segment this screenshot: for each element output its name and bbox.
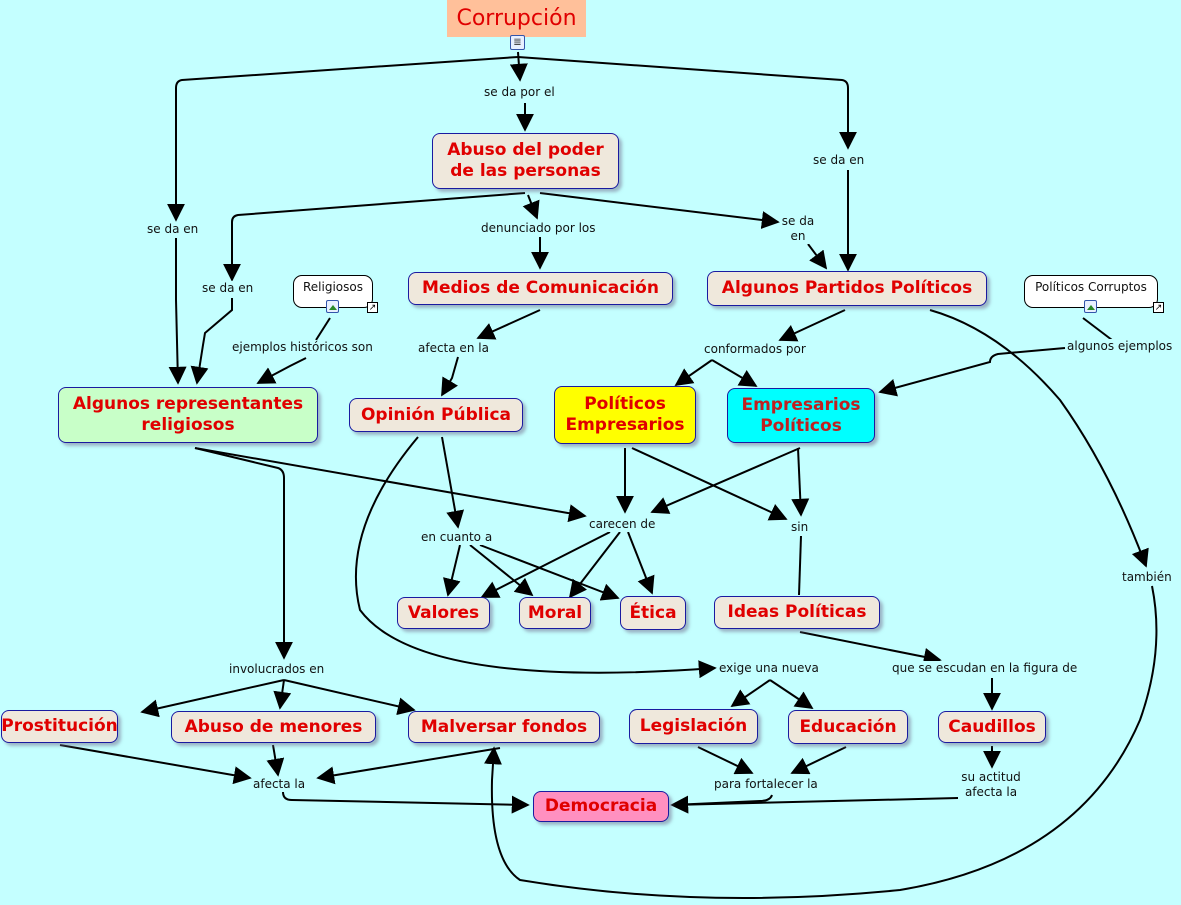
edge xyxy=(59,744,252,785)
concept-medios[interactable]: Medios de Comunicación xyxy=(408,272,673,305)
link-involucrados: involucrados en xyxy=(229,662,325,677)
edge xyxy=(315,317,331,341)
edge xyxy=(480,531,611,598)
edge xyxy=(223,192,526,282)
edge xyxy=(479,544,620,601)
edge xyxy=(631,447,788,521)
link-carecen: carecen de xyxy=(589,517,656,532)
edge xyxy=(443,544,461,597)
image-icon[interactable] xyxy=(326,300,339,313)
edge xyxy=(799,631,942,666)
link-conformados: conformados por xyxy=(704,342,806,357)
edge xyxy=(441,436,465,529)
edge xyxy=(484,585,1158,899)
edge xyxy=(469,544,534,597)
edge xyxy=(670,795,959,814)
edge xyxy=(283,679,416,716)
edge xyxy=(730,679,771,708)
concept-etica[interactable]: Ética xyxy=(620,596,686,630)
link-algunos-ejemplos: algunos ejemplos xyxy=(1067,339,1173,354)
link-afecta-en-la: afecta en la xyxy=(418,341,489,356)
concept-opinion[interactable]: Opinión Pública xyxy=(349,398,523,432)
concept-abuso-poder[interactable]: Abuso del poder de las personas xyxy=(432,133,619,189)
edge xyxy=(168,238,187,385)
concept-partidos[interactable]: Algunos Partidos Políticos xyxy=(707,271,987,306)
edge xyxy=(273,679,292,710)
concept-caudillos[interactable]: Caudillos xyxy=(938,711,1046,743)
image-icon[interactable] xyxy=(1084,300,1097,313)
document-icon[interactable]: ≣ xyxy=(510,35,525,50)
edge xyxy=(539,192,780,229)
edge xyxy=(568,531,621,599)
link-se-da-en-mid: se da en xyxy=(202,281,254,296)
link-en-cuanto: en cuanto a xyxy=(421,530,493,545)
edge xyxy=(194,447,587,523)
edge xyxy=(807,243,828,270)
edge xyxy=(697,746,754,775)
concept-politicos-empresarios[interactable]: Políticos Empresarios xyxy=(554,386,696,444)
edge xyxy=(798,535,802,596)
edge xyxy=(627,531,655,595)
edge xyxy=(791,447,810,517)
edge xyxy=(476,309,541,340)
concept-ideas-politicas[interactable]: Ideas Políticas xyxy=(714,596,880,629)
resource-religiosos[interactable]: Religiosos xyxy=(293,275,373,308)
link-tambien: también xyxy=(1122,570,1172,585)
link-exige: exige una nueva xyxy=(719,661,819,676)
edge xyxy=(650,447,801,514)
edge xyxy=(517,56,857,150)
link-denunciado: denunciado por los xyxy=(481,221,596,236)
link-su-actitud: su actitud afecta la xyxy=(958,770,1024,800)
edge xyxy=(190,298,233,385)
edge xyxy=(674,359,713,387)
external-link-icon[interactable]: ↗ xyxy=(1153,302,1164,313)
link-se-da-por-el: se da por el xyxy=(484,85,555,100)
edge xyxy=(671,794,773,806)
edge xyxy=(316,747,501,785)
link-se-da-en-left: se da en xyxy=(147,222,199,237)
root-concept-corrupcion[interactable]: Corrupción xyxy=(447,0,586,37)
edge xyxy=(790,746,847,775)
resource-label: Políticos Corruptos xyxy=(1035,280,1147,294)
link-fortalecer: para fortalecer la xyxy=(714,777,818,792)
edge xyxy=(711,359,758,387)
edge xyxy=(140,679,285,718)
edge xyxy=(354,436,717,679)
external-link-icon[interactable]: ↗ xyxy=(367,302,378,313)
edge xyxy=(194,447,293,660)
link-sin: sin xyxy=(791,520,809,535)
concept-abuso-menores[interactable]: Abuso de menores xyxy=(171,711,376,743)
link-afecta-la: afecta la xyxy=(253,777,306,792)
edge xyxy=(256,357,307,384)
concept-valores[interactable]: Valores xyxy=(397,597,490,629)
concept-educacion[interactable]: Educación xyxy=(788,710,908,744)
concept-prostitucion[interactable]: Prostitución xyxy=(1,710,118,743)
edge xyxy=(282,791,530,814)
link-ejemplos-historicos: ejemplos históricos son xyxy=(232,340,373,355)
link-se-da-en-right: se da en xyxy=(813,153,865,168)
concept-moral[interactable]: Moral xyxy=(519,597,591,629)
edge xyxy=(769,679,814,709)
link-escudan: que se escudan en la figura de xyxy=(892,661,1078,676)
edge xyxy=(778,309,846,342)
link-se-da-en-partidos: se da en xyxy=(780,214,816,244)
edge xyxy=(441,356,459,397)
concept-legislacion[interactable]: Legislación xyxy=(629,709,758,744)
concept-malversar[interactable]: Malversar fondos xyxy=(408,711,600,743)
edge xyxy=(167,56,519,222)
edge xyxy=(929,309,1149,568)
edge xyxy=(522,194,540,220)
concept-democracia[interactable]: Democracia xyxy=(533,791,669,822)
concept-religiosos[interactable]: Algunos representantes religiosos xyxy=(58,387,318,443)
edge xyxy=(266,744,285,777)
edge xyxy=(878,347,1066,397)
resource-label: Religiosos xyxy=(303,280,363,294)
concept-empresarios-politicos[interactable]: Empresarios Políticos xyxy=(727,388,875,443)
edge xyxy=(1082,317,1113,341)
